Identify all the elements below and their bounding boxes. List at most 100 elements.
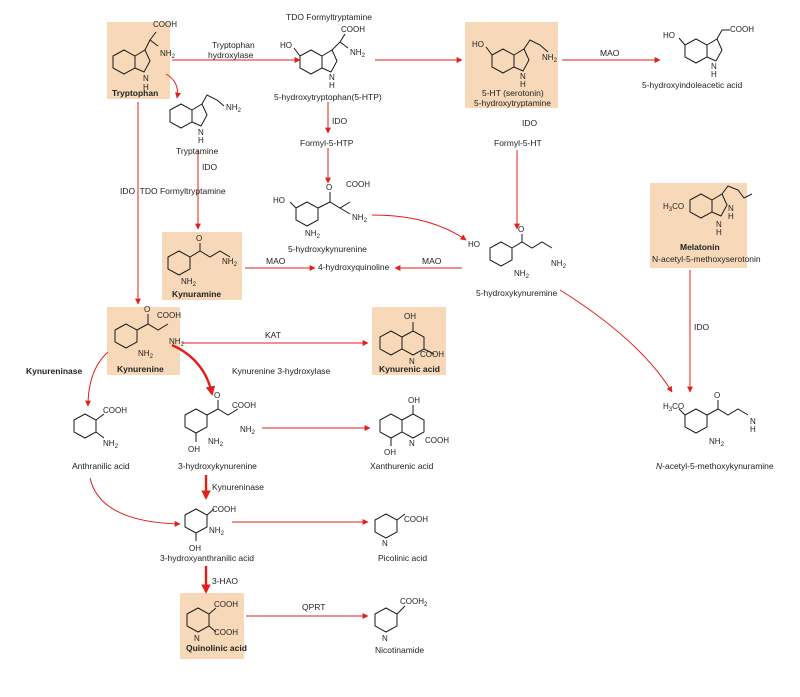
htp-structure (293, 33, 349, 75)
arrow-anthranilic-to-haa (89, 477, 181, 527)
arrow-trp-to-tryptamine (165, 73, 181, 99)
tryptophan-nh2: NH2 (160, 49, 176, 60)
tryptamine-structure (169, 94, 225, 129)
label-h-kynurenine: 5-hydroxykynurenine (288, 244, 367, 254)
enzyme-tdo-top: TDO Formyltryptamine (286, 12, 372, 22)
serotonin-highlight (465, 22, 558, 108)
tryptophan-cooh: COOH (153, 20, 177, 29)
label-melatonin: Melatonin (680, 242, 720, 252)
anthranilic-nh2: NH2 (103, 439, 119, 450)
h3-kynurenine-oh: OH (188, 445, 200, 454)
enzyme-tph-line1: Tryptophan (212, 40, 255, 50)
afmk-nh2: NH2 (709, 437, 725, 448)
label-quinolinic-acid: Quinolinic acid (186, 643, 247, 653)
label-anthranilic-acid: Anthranilic acid (72, 461, 130, 471)
nicotinamide-structure (374, 605, 406, 633)
melatonin-h3co: H3CO (663, 202, 684, 213)
label-h3-kynurenine: 3-hydroxykynurenine (178, 461, 257, 471)
serotonin-structure (485, 39, 549, 74)
tryptophan-n: N (143, 74, 149, 83)
tryptamine-n: N (198, 128, 204, 137)
htp-n: N (329, 73, 335, 82)
h-kynurenine-structure (289, 192, 351, 227)
kynurenic-acid-structure (379, 322, 435, 356)
htp-nh2: NH2 (350, 48, 366, 59)
tryptophan-h: H (143, 83, 149, 92)
xanthurenic-oh-bottom: OH (384, 448, 396, 457)
label-hiaa: 5-hydroxyindoleacetic acid (642, 80, 742, 90)
label-afmk: N-acetyl-5-methoxykynuramine (656, 461, 774, 471)
xanthurenic-oh-top: OH (408, 396, 420, 405)
enzyme-mao-right: MAO (422, 256, 442, 266)
xanthurenic-cooh: COOH (425, 436, 449, 445)
label-melatonin-full: N-acetyl-5-methoxyserotonin (652, 254, 761, 264)
serotonin-n: N (520, 72, 526, 81)
picolinic-acid-structure (374, 513, 406, 539)
label-picolinic-acid: Picolinic acid (378, 553, 427, 563)
label-kynurenine: Kynurenine (117, 364, 164, 374)
enzyme-qprt: QPRT (302, 602, 325, 612)
kynuramine-highlight (162, 232, 242, 300)
pathway-arrows (85, 57, 693, 619)
quinolinic-acid-highlight (180, 593, 244, 659)
tryptophan-structure (112, 31, 159, 75)
label-nicotinamide: Nicotinamide (375, 645, 424, 655)
h-kynurenine-cooh: COOH (346, 180, 370, 189)
arrow-kynurenine-to-anthranilic (85, 351, 109, 407)
enzyme-kynureninase-left: Kynureninase (26, 366, 82, 376)
h-kynurenamine-nh2-side: NH2 (551, 259, 567, 270)
h3-kynurenine-nh2-side: NH2 (240, 425, 256, 436)
label-hydroxyquinoline: 4-hydroxyquinoline (318, 262, 390, 272)
arrow-kynurenine-to-h3-kynurenine (171, 343, 216, 396)
h-kynurenamine-nh2-ring: NH2 (514, 269, 530, 280)
label-kynurenic-acid: Kynurenic acid (379, 364, 440, 374)
anthranilic-acid-structure (73, 413, 105, 439)
kynuramine-nh2-ring: NH2 (181, 277, 197, 288)
haa-cooh: COOH (212, 505, 236, 514)
kynurenic-cooh: COOH (420, 350, 444, 359)
hiaa-h: H (711, 70, 717, 79)
xanthurenic-n: N (409, 439, 415, 448)
melatonin-highlight (650, 183, 747, 268)
h-kynurenamine-o: O (518, 225, 524, 234)
haa-nh2: NH2 (209, 526, 225, 537)
kynurenine-o: O (144, 305, 150, 314)
hiaa-n: N (711, 62, 717, 71)
kynurenine-structure (114, 314, 169, 349)
serotonin-nh2: NH2 (542, 53, 558, 64)
quinolinic-cooh-bottom: COOH (214, 628, 238, 637)
enzyme-mao-top: MAO (600, 48, 620, 58)
tryptophan-highlight (107, 22, 170, 99)
h-kynurenine-nh2-side: NH2 (352, 213, 368, 224)
h3-kynurenine-structure (184, 400, 239, 442)
haa-structure (184, 508, 215, 541)
nicotinamide-cooh: COOH2 (400, 597, 428, 608)
kynurenic-acid-highlight (372, 307, 446, 375)
h3-kynurenine-cooh: COOH (232, 401, 256, 410)
hiaa-structure (678, 29, 730, 64)
nicotinamide-n: N (382, 634, 388, 643)
label-serotonin-2: 5-hydroxytryptamine (474, 98, 551, 108)
quinolinic-cooh-top: COOH (214, 600, 238, 609)
enzyme-ido-tryptamine: IDO (202, 162, 218, 172)
serotonin-h: H (520, 80, 526, 89)
enzyme-formyl-htp: Formyl-5-HTP (300, 138, 354, 148)
melatonin-n-ring: N (716, 220, 722, 229)
kynuramine-o: O (196, 234, 202, 243)
anthranilic-cooh: COOH (103, 406, 127, 415)
h-kynurenine-o: O (326, 183, 332, 192)
label-kynuramine: Kynuramine (172, 289, 221, 299)
quinolinic-acid-structure (186, 607, 217, 633)
quinolinic-n: N (194, 634, 200, 643)
kynurenine-nh2-side: NH2 (169, 337, 185, 348)
enzyme-kmo: Kynurenine 3-hydroxylase (232, 366, 331, 376)
label-haa: 3-hydroxyanthranilic acid (160, 553, 254, 563)
enzyme-formyl-ht: Formyl-5-HT (494, 138, 542, 148)
afmk-o: O (714, 391, 720, 400)
enzyme-ido-tdo-left: IDO TDO Formyltryptamine (120, 186, 226, 196)
kynuramine-structure (167, 243, 231, 276)
label-xanthurenic-acid: Xanthurenic acid (370, 461, 434, 471)
h-kynurenine-nh2-ring: NH2 (305, 229, 321, 240)
label-htp: 5-hydroxytryptophan(5-HTP) (274, 92, 382, 102)
